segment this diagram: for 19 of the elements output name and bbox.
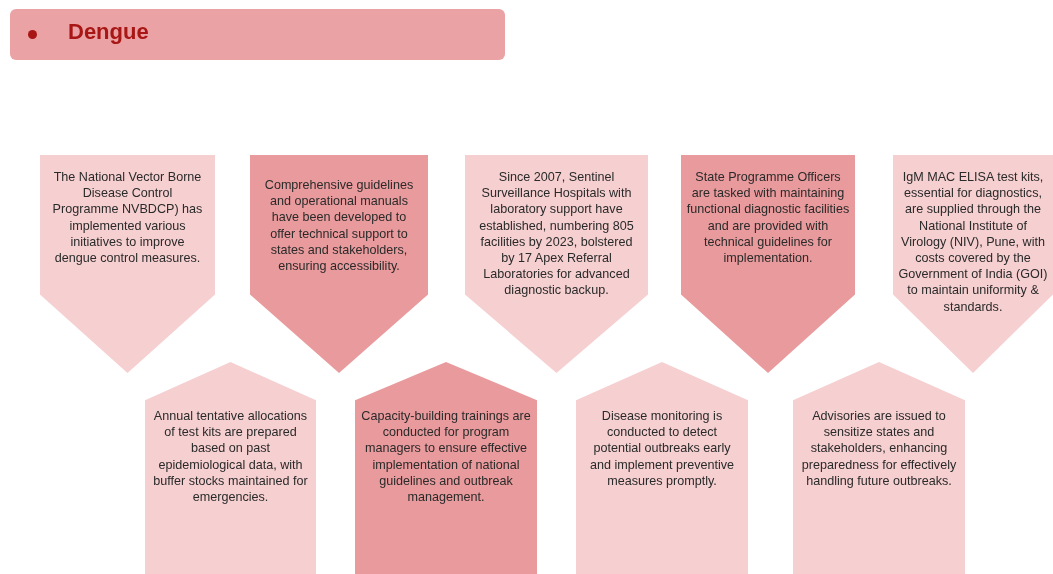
chevron-card bbox=[681, 155, 855, 373]
card-text: Since 2007, Sentinel Surveillance Hospitals with laboratory support have established, numbering 805 facilities by 2023, bolstered by 17 Apex Referral Laboratories for advanced diagnostic backup. bbox=[478, 169, 635, 299]
chevron-card bbox=[893, 155, 1053, 373]
card-text: Capacity-building trainings are conducted for program managers to ensure effective implementation of national guidelines and outbreak management. bbox=[361, 408, 531, 506]
card-text: Comprehensive guidelines and operational manuals have been developed to offer technical support to states and stakeholders, ensuring accessibility. bbox=[263, 177, 415, 275]
pentagon-card bbox=[145, 362, 316, 574]
chevron-card bbox=[465, 155, 648, 373]
chevron-card bbox=[250, 155, 428, 373]
pentagon-card bbox=[576, 362, 748, 574]
card-text: IgM MAC ELISA test kits, essential for diagnostics, are supplied through the National Institute of Virology (NIV), Pune, with costs covered by the Government of India (GOI) to maintain uniformity & standards. bbox=[897, 169, 1049, 315]
pentagon-card bbox=[355, 362, 537, 574]
card-text: The National Vector Borne Disease Control Programme NVBDCP) has implemented various initiatives to improve dengue control measures. bbox=[52, 169, 203, 267]
pentagon-card bbox=[793, 362, 965, 574]
card-text: Annual tentative allocations of test kits are prepared based on past epidemiological data, with buffer stocks maintained for emergencies. bbox=[153, 408, 308, 506]
card-text: Advisories are issued to sensitize states and stakeholders, enhancing preparedness for effectively handling future outbreaks. bbox=[801, 408, 957, 489]
card-text: State Programme Officers are tasked with maintaining functional diagnostic facilities and are provided with technical guidelines for implementation. bbox=[685, 169, 851, 267]
title: Dengue bbox=[68, 19, 149, 45]
chevron-card bbox=[40, 155, 215, 373]
card-text: Disease monitoring is conducted to detect potential outbreaks early and implement preventive measures promptly. bbox=[588, 408, 736, 489]
